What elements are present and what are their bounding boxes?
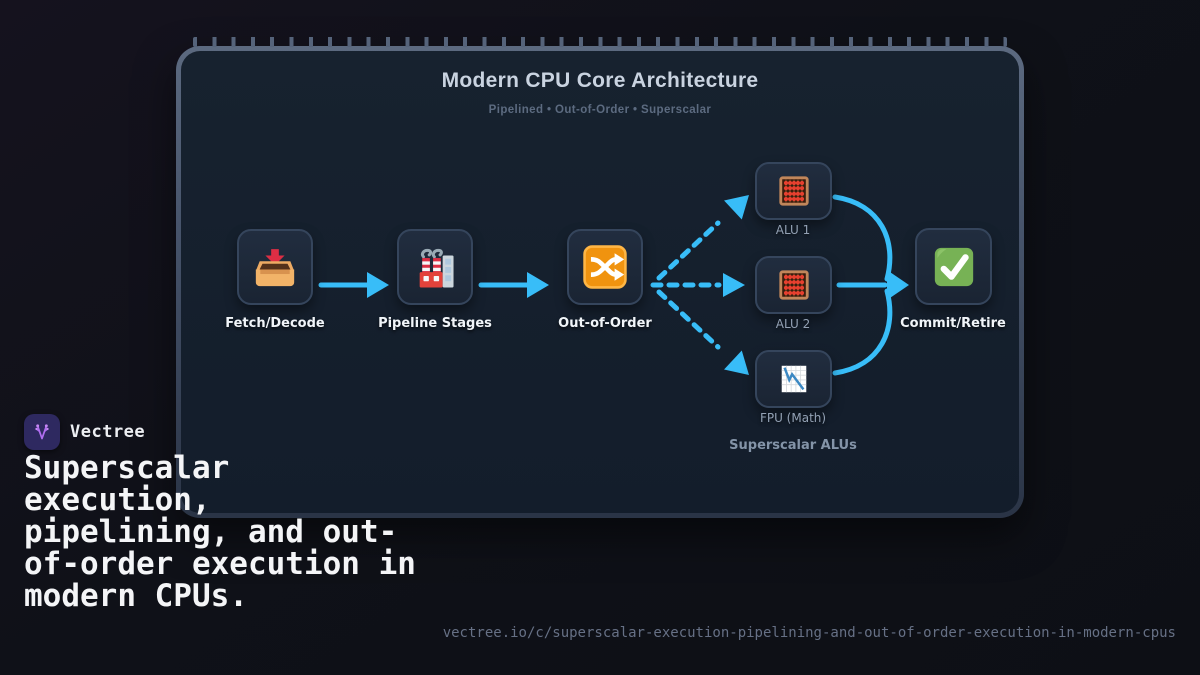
node-label-out-of-order: Out-of-Order (558, 316, 652, 331)
node-label-alu1: ALU 1 (775, 223, 811, 237)
arrowhead-commit (887, 270, 909, 300)
brand-name: Vectree (70, 422, 146, 442)
arrowhead (527, 272, 549, 298)
node-fetch-decode (237, 229, 313, 305)
hook-text: Superscalar execution, pipelining, and o… (24, 450, 416, 614)
arrow-ooo-to-alu1 (656, 220, 721, 281)
chart-decreasing-icon (781, 365, 806, 393)
vectree-logo-icon (35, 424, 49, 440)
factory-icon (419, 248, 454, 288)
node-alu1 (755, 162, 832, 220)
superscalar-group-label: Superscalar ALUs (729, 438, 857, 453)
node-label-commit-retire: Commit/Retire (900, 316, 1006, 331)
node-commit-retire (915, 228, 992, 305)
node-label-fetch-decode: Fetch/Decode (225, 316, 325, 331)
arrowhead (724, 350, 749, 375)
card-subtitle: Pipelined • Out-of-Order • Superscalar (488, 104, 712, 116)
page-url[interactable]: vectree.io/c/superscalar-execution-pipel… (442, 625, 1176, 641)
diagram-card: Modern CPU Core Architecture Pipelined •… (176, 37, 1024, 518)
check-mark-icon (934, 247, 973, 286)
node-label-fpu: FPU (Math) (759, 411, 827, 425)
node-alu2 (755, 256, 832, 314)
arrow-fpu-to-commit (832, 288, 893, 376)
shuffle-icon (583, 245, 627, 289)
diagram-card-inner: Modern CPU Core Architecture Pipelined •… (181, 37, 1019, 513)
node-label-pipeline-stages: Pipeline Stages (378, 316, 492, 331)
arrowhead (367, 272, 389, 298)
node-pipeline-stages (397, 229, 473, 305)
arrowhead (723, 273, 745, 297)
arrow-alu1-to-commit (832, 194, 893, 282)
card-title: Modern CPU Core Architecture (441, 69, 759, 92)
abacus-icon (778, 176, 809, 206)
node-fpu (755, 350, 832, 408)
inbox-tray-icon (255, 249, 295, 287)
brand-row: Vectree (24, 414, 145, 450)
node-out-of-order (567, 229, 643, 305)
vectree-logo (24, 414, 60, 450)
chip-pin-ticks (193, 37, 1007, 47)
node-label-alu2: ALU 2 (775, 317, 811, 331)
arrowhead (724, 195, 749, 220)
abacus-icon (778, 270, 809, 300)
